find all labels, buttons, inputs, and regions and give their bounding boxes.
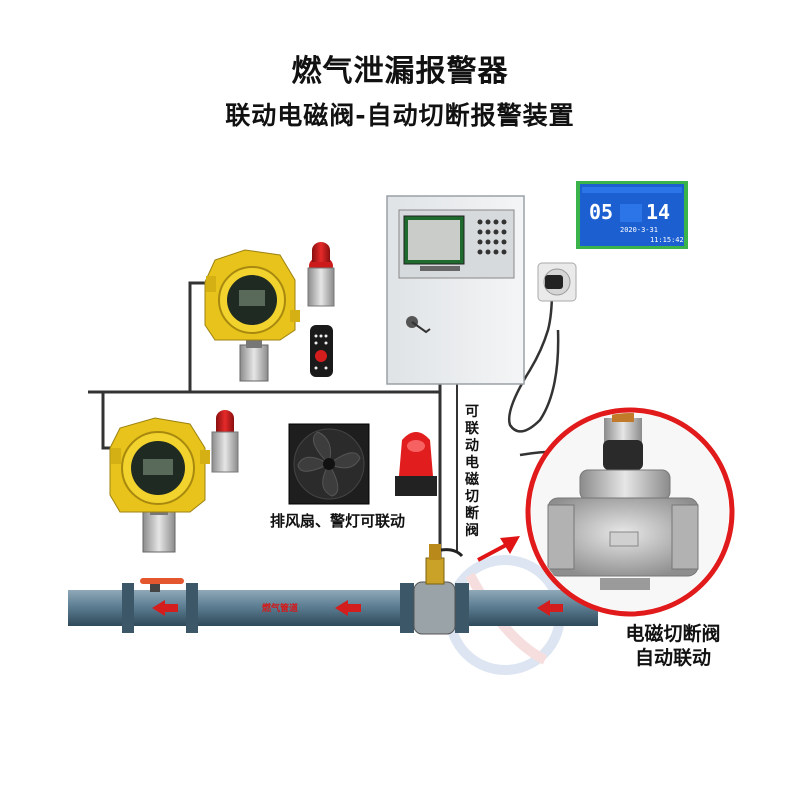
lcd-left-value: 05: [589, 200, 614, 224]
exhaust-fan-icon: [288, 423, 370, 505]
power-socket-icon: [537, 262, 577, 302]
lcd-time: 11:15:42: [650, 236, 684, 244]
alarm-light-icon: [307, 242, 335, 307]
solenoid-valve-icon: [413, 544, 464, 635]
lcd-display-icon: [576, 181, 688, 249]
valve-label-line1: 电磁切断阀: [625, 623, 721, 645]
sub-title: 联动电磁阀-自动切断报警装置: [225, 101, 575, 130]
remote-control-icon: [310, 325, 333, 377]
warning-light-icon: [395, 432, 437, 496]
lcd-date: 2020-3-31: [620, 226, 658, 234]
valve-label-line2: 自动联动: [634, 647, 711, 669]
pointer-arrow: [477, 536, 520, 562]
valve-label: 电磁切断阀 自动联动: [598, 622, 748, 670]
pipe-label: 燃气管道: [262, 604, 299, 614]
lcd-right-value: 14: [646, 200, 671, 224]
alarm-light-icon: [211, 410, 239, 473]
linkage-label: 排风扇、警灯可联动: [270, 512, 406, 530]
main-title: 燃气泄漏报警器: [291, 54, 509, 89]
gas-pipe: [68, 578, 598, 633]
controller-box-icon: [386, 195, 525, 385]
gas-detector-icon: [204, 249, 300, 382]
solenoid-valve-closeup: [525, 407, 735, 617]
vertical-label: 可联动电磁切断阀: [465, 404, 479, 539]
gas-detector-icon: [109, 417, 210, 553]
flow-arrow-icon: [152, 600, 563, 616]
